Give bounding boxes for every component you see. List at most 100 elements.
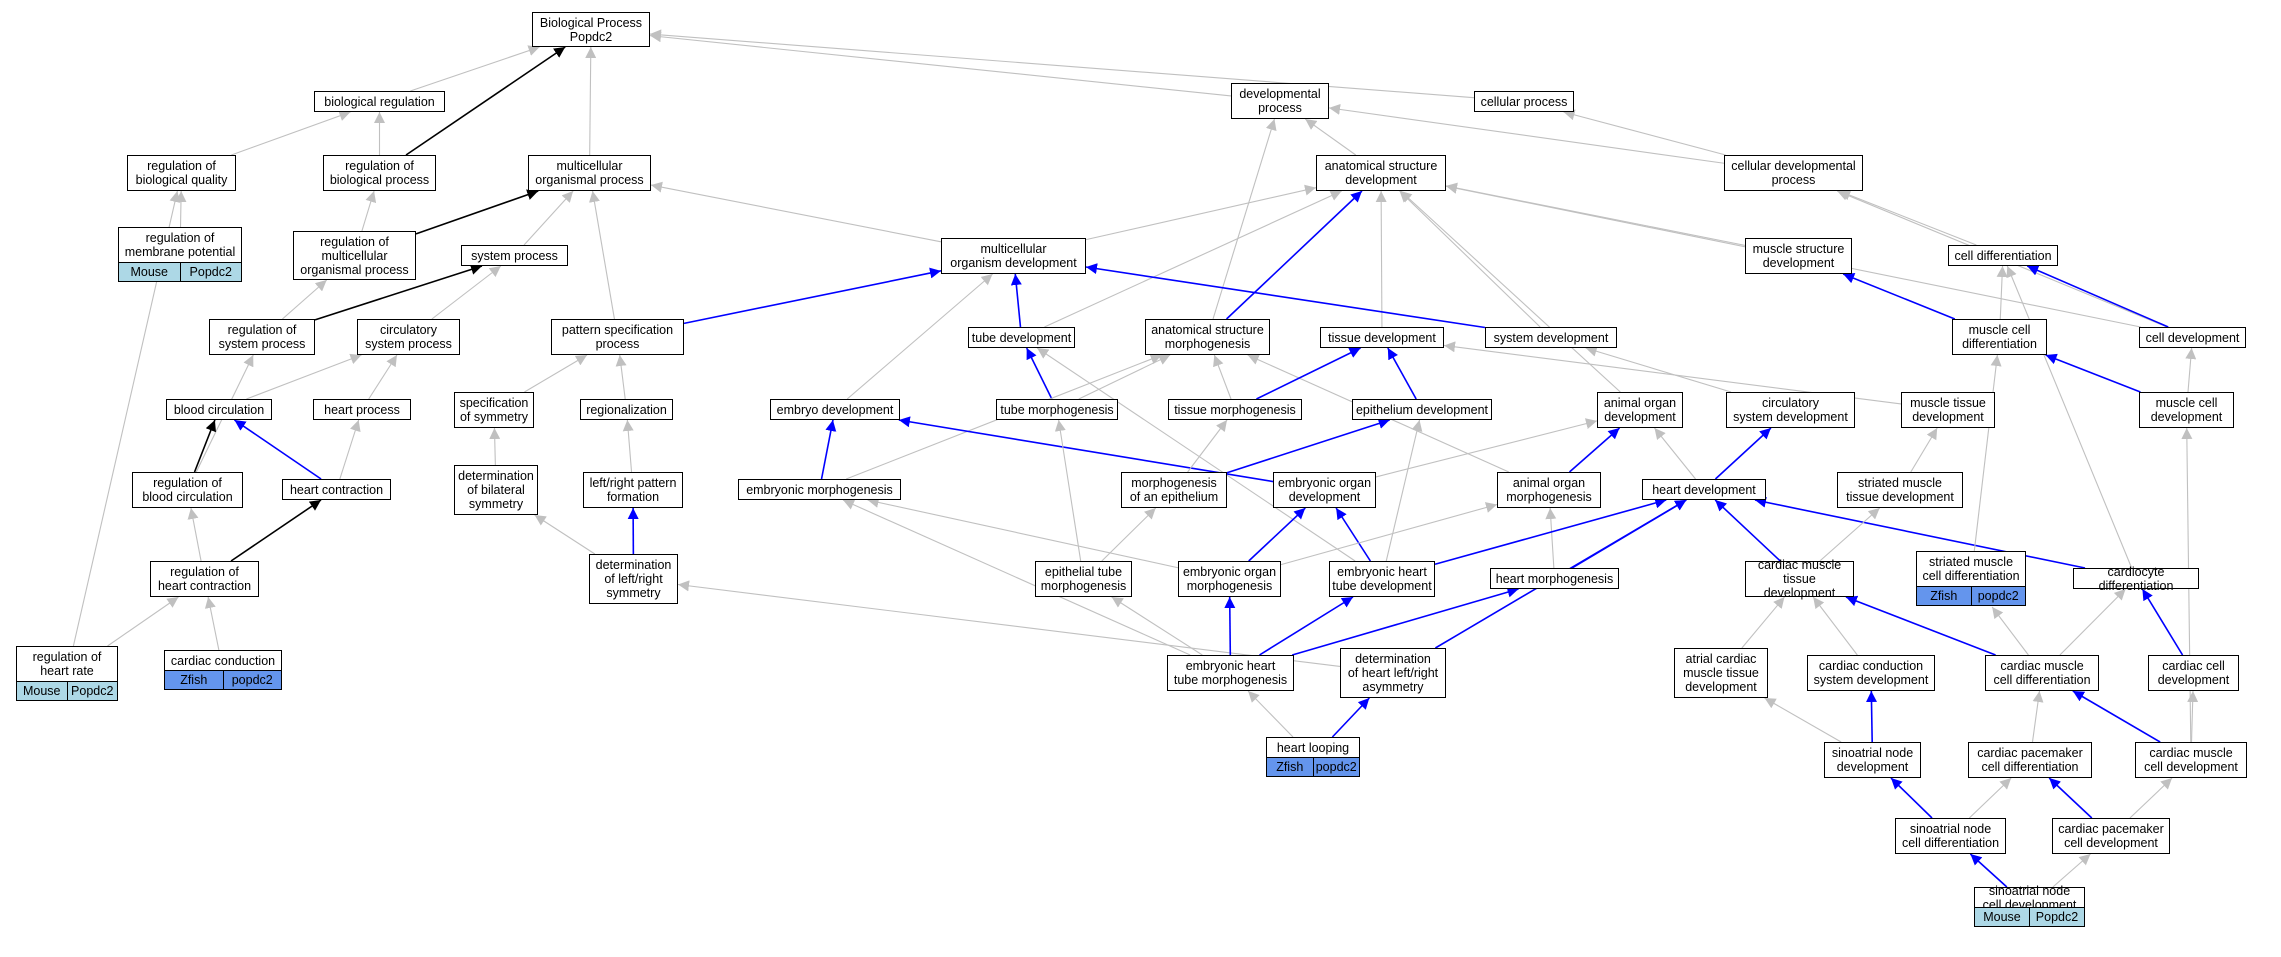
go-term-cardcelldev[interactable]: cardiac cell development bbox=[2148, 655, 2239, 691]
go-term-regbioq[interactable]: regulation of biological quality bbox=[127, 155, 236, 191]
go-term-ehtd[interactable]: embryonic heart tube development bbox=[1329, 561, 1435, 597]
edge-ehtm-to-heartmorph bbox=[1291, 586, 1519, 656]
go-term-aom[interactable]: animal organ morphogenesis bbox=[1497, 472, 1601, 508]
go-term-regionaliz[interactable]: regionalization bbox=[580, 399, 673, 420]
go-term-embryodev[interactable]: embryo development bbox=[770, 399, 900, 420]
go-term-epidev[interactable]: epithelium development bbox=[1352, 399, 1492, 420]
go-term-sysproc[interactable]: system process bbox=[461, 245, 568, 266]
go-term-cardiodiff[interactable]: cardiocyte differentiation bbox=[2073, 565, 2199, 593]
edge-snd-to-ccsd bbox=[1866, 690, 1877, 743]
go-term-bloodcirc[interactable]: blood circulation bbox=[166, 399, 272, 420]
go-term-eom[interactable]: embryonic organ morphogenesis bbox=[1178, 561, 1281, 597]
go-term-smcd[interactable]: striated muscle cell differentiation bbox=[1916, 551, 2026, 587]
edge-tubemorph-to-asm bbox=[1078, 354, 1171, 400]
go-term-morphepi[interactable]: morphogenesis of an epithelium bbox=[1121, 472, 1227, 508]
edge-bloodcirc-to-circsys bbox=[246, 353, 362, 400]
go-term-msd[interactable]: muscle structure development bbox=[1745, 238, 1852, 274]
go-term-heartcontr[interactable]: heart contraction bbox=[282, 479, 391, 500]
go-term-cmcdev[interactable]: cardiac muscle cell development bbox=[2135, 742, 2247, 778]
edge-cardiodiff-to-celldiff bbox=[2006, 265, 2133, 569]
edge-smcd-to-mcd bbox=[1973, 354, 2002, 552]
go-term-cpcdev[interactable]: cardiac pacemaker cell development bbox=[2052, 818, 2170, 854]
go-term-cpcd[interactable]: cardiac pacemaker cell differentiation bbox=[1968, 742, 2092, 778]
go-term-tubedev[interactable]: tube development bbox=[968, 327, 1075, 348]
go-term-cardcond[interactable]: cardiac conduction bbox=[164, 650, 282, 671]
go-term-reghcontr[interactable]: regulation of heart contraction bbox=[150, 561, 259, 597]
go-term-celldev[interactable]: cell development bbox=[2139, 327, 2246, 348]
edge-epitubemorph-to-morphepi bbox=[1101, 507, 1157, 562]
go-term-celldiff[interactable]: cell differentiation bbox=[1948, 245, 2058, 266]
go-term-cdp[interactable]: cellular developmental process bbox=[1724, 155, 1863, 191]
go-term-bp[interactable]: Biological Process Popdc2 bbox=[532, 12, 650, 47]
edge-tissuemorph-to-asm bbox=[1213, 354, 1232, 400]
go-term-smtd[interactable]: striated muscle tissue development bbox=[1837, 472, 1963, 508]
go-term-sncdev[interactable]: sinoatrial node cell development bbox=[1974, 884, 2085, 912]
go-term-regbp[interactable]: regulation of biological process bbox=[323, 155, 436, 191]
go-term-asd[interactable]: anatomical structure development bbox=[1316, 155, 1446, 191]
go-term-asm[interactable]: anatomical structure morphogenesis bbox=[1145, 319, 1270, 355]
edge-sncd-to-cpcd bbox=[1968, 777, 2012, 819]
go-term-mod[interactable]: multicellular organism development bbox=[941, 238, 1086, 274]
edge-cardcond-to-reghcontr bbox=[204, 596, 220, 651]
go-term-eod[interactable]: embryonic organ development bbox=[1273, 472, 1376, 508]
go-term-regbloodcirc[interactable]: regulation of blood circulation bbox=[132, 472, 243, 508]
go-term-ehtm[interactable]: embryonic heart tube morphogenesis bbox=[1167, 655, 1294, 691]
edge-eod-to-aod bbox=[1375, 418, 1598, 478]
go-term-regmop[interactable]: regulation of multicellular organismal p… bbox=[293, 231, 416, 280]
go-term-embmorph[interactable]: embryonic morphogenesis bbox=[738, 479, 901, 500]
go-term-mcdev[interactable]: muscle cell development bbox=[2139, 392, 2234, 428]
go-term-aod[interactable]: animal organ development bbox=[1597, 392, 1683, 428]
go-term-sysdev[interactable]: system development bbox=[1485, 327, 1617, 348]
go-term-cmtd[interactable]: cardiac muscle tissue development bbox=[1745, 558, 1854, 600]
go-term-mcd[interactable]: muscle cell differentiation bbox=[1952, 319, 2047, 355]
go-term-regsys[interactable]: regulation of system process bbox=[209, 319, 315, 355]
go-term-circsys[interactable]: circulatory system process bbox=[357, 319, 460, 355]
tag-species: Zfish bbox=[1276, 759, 1304, 774]
tag-gene: Popdc2 bbox=[66, 681, 118, 700]
edge-morphepi-to-epidev bbox=[1226, 418, 1390, 474]
edge-embryodev-to-mod bbox=[846, 273, 993, 400]
go-term-cmcd[interactable]: cardiac muscle cell differentiation bbox=[1985, 655, 2099, 691]
edge-cmcd-to-cardiodiff bbox=[2059, 588, 2126, 656]
go-term-dhlra[interactable]: determination of heart left/right asymme… bbox=[1340, 648, 1446, 698]
go-term-pattspec[interactable]: pattern specification process bbox=[551, 319, 684, 355]
go-term-detlrs[interactable]: determination of left/right symmetry bbox=[589, 554, 678, 604]
tag-gene: Popdc2 bbox=[179, 262, 242, 281]
edge-pattspec-to-mod bbox=[683, 267, 942, 325]
go-term-heartdev[interactable]: heart development bbox=[1642, 479, 1766, 500]
edge-sncdev-to-sncd bbox=[1969, 853, 2008, 888]
go-term-devproc[interactable]: developmental process bbox=[1231, 83, 1329, 119]
go-term-specsym[interactable]: specification of symmetry bbox=[454, 392, 534, 428]
edge-mop-to-bp bbox=[585, 46, 597, 156]
go-term-lrpf[interactable]: left/right pattern formation bbox=[583, 472, 683, 508]
go-term-epitubemorph[interactable]: epithelial tube morphogenesis bbox=[1035, 561, 1132, 597]
go-term-ccsd[interactable]: cardiac conduction system development bbox=[1807, 655, 1935, 691]
go-term-reghr[interactable]: regulation of heart rate bbox=[16, 646, 118, 682]
edge-ehtm-to-eom bbox=[1224, 596, 1236, 656]
go-term-csd[interactable]: circulatory system development bbox=[1726, 392, 1855, 428]
edge-cmcd-to-smcd bbox=[1991, 606, 2029, 656]
go-term-biolreg[interactable]: biological regulation bbox=[314, 91, 445, 112]
go-term-mop[interactable]: multicellular organismal process bbox=[528, 155, 651, 191]
edge-mcdev-to-celldev bbox=[2185, 347, 2197, 393]
go-term-snd[interactable]: sinoatrial node development bbox=[1824, 742, 1921, 778]
edge-heartloop-to-dhlra bbox=[1331, 697, 1370, 738]
go-term-heartproc[interactable]: heart process bbox=[313, 399, 411, 420]
edge-ehtm-to-epitubemorph bbox=[1111, 596, 1203, 656]
go-term-heartloop[interactable]: heart looping bbox=[1266, 737, 1360, 758]
go-term-tissuedev[interactable]: tissue development bbox=[1320, 327, 1444, 348]
tag-species: Mouse bbox=[22, 683, 61, 698]
edge-heartdev-to-aod bbox=[1654, 427, 1696, 480]
go-term-tissuemorph[interactable]: tissue morphogenesis bbox=[1168, 399, 1302, 420]
go-term-regmp[interactable]: regulation of membrane potential bbox=[118, 227, 242, 263]
go-term-mtd[interactable]: muscle tissue development bbox=[1901, 392, 1995, 428]
go-term-tubemorph[interactable]: tube morphogenesis bbox=[996, 399, 1118, 420]
edge-devproc-to-bp bbox=[649, 31, 1232, 97]
go-term-detbilat[interactable]: determination of bilateral symmetry bbox=[454, 465, 538, 515]
go-term-cellproc[interactable]: cellular process bbox=[1474, 91, 1574, 112]
edge-biolreg-to-bp bbox=[410, 45, 540, 92]
go-term-acmtd[interactable]: atrial cardiac muscle tissue development bbox=[1674, 648, 1768, 698]
go-term-heartmorph[interactable]: heart morphogenesis bbox=[1490, 568, 1619, 589]
go-term-sncd[interactable]: sinoatrial node cell differentiation bbox=[1895, 818, 2006, 854]
